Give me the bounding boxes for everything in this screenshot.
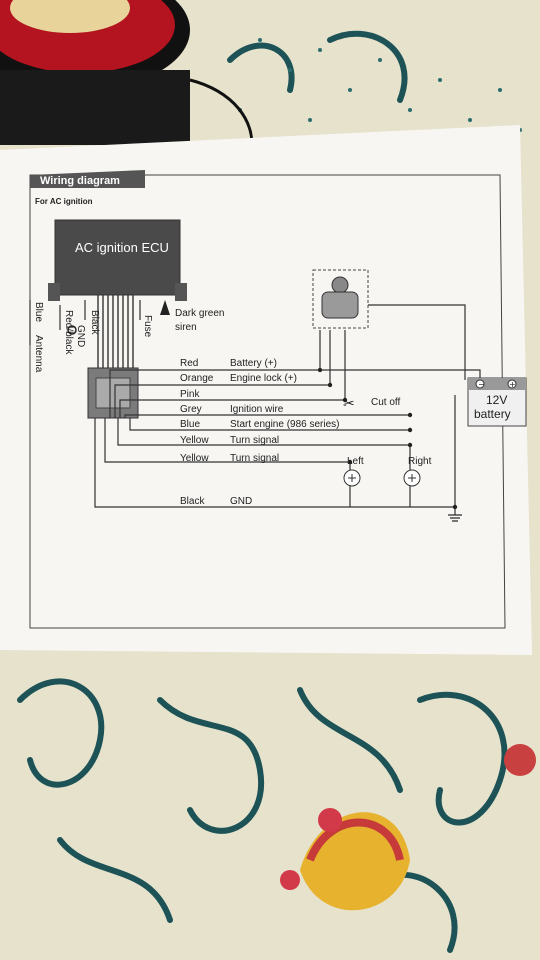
wire-color-label: Yellow — [180, 435, 209, 446]
label-gnd: GND — [75, 325, 86, 347]
diagram-header: Wiring diagram — [40, 175, 120, 187]
wire-function-label: Engine lock (+) — [230, 373, 297, 384]
ground-icon — [448, 514, 462, 522]
wire-color-label: Pink — [180, 389, 200, 400]
ignition-switch — [312, 269, 369, 329]
right-lamp-label: Right — [408, 456, 432, 467]
wire-function-label: Ignition wire — [230, 404, 284, 415]
scissors-icon: ✂ — [343, 396, 355, 412]
wire-color-label: Yellow — [180, 453, 209, 464]
wire-harness — [97, 295, 134, 370]
wire-function-label: Start engine (986 series) — [230, 419, 340, 430]
ecu-module — [48, 219, 187, 301]
left-lamp-label: Left — [347, 456, 364, 467]
wire-color-label: Black — [180, 496, 205, 507]
wire-color-label: Grey — [180, 404, 202, 415]
cut-off-label: Cut off — [371, 397, 400, 408]
flower-motif — [280, 744, 536, 911]
wire-color-label: Blue — [180, 419, 200, 430]
diagram-subheader: For AC ignition — [35, 197, 93, 206]
wire-color-label: Red — [180, 358, 198, 369]
battery-neg: − — [478, 380, 485, 389]
wire-function-label: Battery (+) — [230, 358, 277, 369]
wire-color-label: Orange — [180, 373, 214, 384]
left-lamp-icon — [343, 469, 361, 487]
siren-label-line2: siren — [175, 322, 197, 333]
junction-dots — [317, 367, 458, 510]
battery-label-line2: battery — [474, 407, 511, 421]
battery-label-line1: 12V — [486, 393, 507, 407]
left-side-wires — [29, 300, 141, 345]
wire-function-label: GND — [230, 496, 252, 507]
siren-device — [0, 0, 254, 161]
label-fuse: Fuse — [142, 315, 153, 338]
wire-labels: Red Battery (+) Orange Engine lock (+) PinkG… — [180, 358, 340, 507]
harness-connector — [87, 367, 139, 419]
wire-function-label: Turn signal — [230, 435, 279, 446]
label-blue: Blue — [33, 302, 44, 322]
wire-function-label: Turn signal — [230, 453, 279, 464]
siren-label-line1: Dark green — [175, 308, 224, 319]
battery-pos: + — [509, 380, 516, 389]
ecu-label: AC ignition ECU — [75, 240, 169, 255]
right-lamp-icon — [403, 469, 421, 487]
battery — [467, 377, 527, 427]
header-band — [30, 170, 145, 188]
siren-icon — [160, 300, 170, 315]
tablecloth-pattern — [17, 30, 508, 953]
gnd-symbol — [67, 325, 77, 335]
label-black: Black — [89, 310, 100, 335]
diagram-frame — [29, 170, 506, 629]
label-antenna: Antenna — [33, 335, 44, 373]
